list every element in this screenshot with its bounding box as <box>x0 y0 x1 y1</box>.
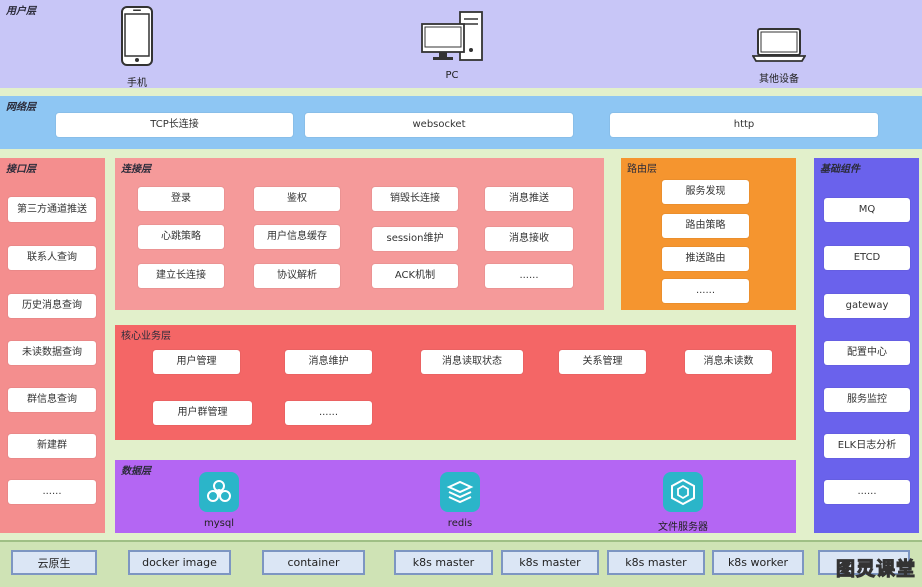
core-business-title: 核心业务层 <box>121 331 171 342</box>
infra-item-extra <box>818 550 910 575</box>
connection-item: 协议解析 <box>254 264 340 288</box>
base-component-item: MQ <box>824 198 910 222</box>
routing-item: 服务发现 <box>662 180 749 204</box>
redis-icon <box>440 472 480 512</box>
data-store-label: 文件服务器 <box>658 522 708 533</box>
interface-layer-title: 接口层 <box>6 164 36 175</box>
network-layer-title: 网络层 <box>6 102 36 113</box>
connection-layer-title: 连接层 <box>121 164 151 175</box>
core-item: 消息未读数 <box>685 350 772 374</box>
data-store-redis: redis <box>438 472 482 529</box>
watermark-logo: 图灵课堂 <box>835 558 916 581</box>
base-component-item: ...... <box>824 480 910 504</box>
network-item-http: http <box>610 113 878 137</box>
interface-item: 联系人查询 <box>8 246 96 270</box>
routing-layer-title: 路由层 <box>627 164 657 175</box>
infra-item-docker-image: docker image <box>128 550 231 575</box>
connection-layer: 连接层 登录 鉴权 销毁长连接 消息推送 心跳策略 用户信息缓存 session… <box>115 158 604 310</box>
infra-item-k8s-master: k8s master <box>501 550 599 575</box>
connection-item: 建立长连接 <box>138 264 224 288</box>
mysql-icon <box>199 472 239 512</box>
connection-item: 销毁长连接 <box>372 187 458 211</box>
connection-item: 鉴权 <box>254 187 340 211</box>
core-item: 用户群管理 <box>153 401 252 425</box>
network-item-websocket: websocket <box>305 113 573 137</box>
connection-item: 心跳策略 <box>138 225 224 249</box>
base-components-title: 基础组件 <box>820 164 860 175</box>
base-component-item: ETCD <box>824 246 910 270</box>
connection-item: 登录 <box>138 187 224 211</box>
data-store-file-server: 文件服务器 <box>650 472 716 533</box>
phone-icon <box>121 6 153 70</box>
core-item: 关系管理 <box>559 350 646 374</box>
network-item-tcp: TCP长连接 <box>56 113 293 137</box>
user-layer: 用户层 手机 PC <box>0 0 922 89</box>
pc-icon <box>420 10 484 66</box>
core-item: 用户管理 <box>153 350 240 374</box>
connection-item: 消息推送 <box>485 187 573 211</box>
data-store-mysql: mysql <box>197 472 241 529</box>
infra-item-k8s-worker: k8s worker <box>712 550 804 575</box>
device-label: 手机 <box>127 78 147 89</box>
interface-layer: 接口层 第三方通道推送 联系人查询 历史消息查询 未读数据查询 群信息查询 新建… <box>0 158 105 533</box>
data-layer-title: 数据层 <box>121 466 151 477</box>
core-item: 消息维护 <box>285 350 372 374</box>
infra-item-k8s-master: k8s master <box>394 550 493 575</box>
core-item: 消息读取状态 <box>421 350 523 374</box>
device-other: 其他设备 <box>751 28 807 85</box>
connection-item: ACK机制 <box>372 264 458 288</box>
connection-item: session维护 <box>372 227 458 251</box>
interface-item: 历史消息查询 <box>8 294 96 318</box>
base-component-item: 配置中心 <box>824 341 910 365</box>
core-business-layer: 核心业务层 用户管理 消息维护 消息读取状态 关系管理 消息未读数 用户群管理 … <box>115 325 796 440</box>
laptop-icon <box>751 28 807 66</box>
data-store-label: redis <box>447 518 473 529</box>
routing-item: ...... <box>662 279 749 303</box>
connection-item: ...... <box>485 264 573 288</box>
device-phone: 手机 <box>113 6 161 89</box>
routing-item: 推送路由 <box>662 247 749 271</box>
base-components-layer: 基础组件 MQ ETCD gateway 配置中心 服务监控 ELK日志分析 .… <box>814 158 919 533</box>
interface-item: 群信息查询 <box>8 388 96 412</box>
connection-item: 消息接收 <box>485 227 573 251</box>
core-item: ...... <box>285 401 372 425</box>
connection-item: 用户信息缓存 <box>254 225 340 249</box>
device-label: PC <box>445 70 459 81</box>
base-component-item: ELK日志分析 <box>824 434 910 458</box>
infra-item-cloud-native: 云原生 <box>11 550 97 575</box>
interface-item: 新建群 <box>8 434 96 458</box>
infra-item-container: container <box>262 550 365 575</box>
user-layer-title: 用户层 <box>6 6 36 17</box>
infra-item-k8s-master: k8s master <box>607 550 705 575</box>
file-server-icon <box>663 472 703 512</box>
device-label: 其他设备 <box>759 74 799 85</box>
data-store-label: mysql <box>204 518 234 529</box>
data-layer: 数据层 mysql redis 文 <box>115 460 796 533</box>
interface-item: 第三方通道推送 <box>8 197 96 222</box>
routing-item: 路由策略 <box>662 214 749 238</box>
base-component-item: 服务监控 <box>824 388 910 412</box>
network-layer: 网络层 TCP长连接 websocket http <box>0 96 922 149</box>
interface-item: ...... <box>8 480 96 504</box>
base-component-item: gateway <box>824 294 910 318</box>
interface-item: 未读数据查询 <box>8 341 96 365</box>
routing-layer: 路由层 服务发现 路由策略 推送路由 ...... <box>621 158 796 310</box>
device-pc: PC <box>419 10 485 81</box>
